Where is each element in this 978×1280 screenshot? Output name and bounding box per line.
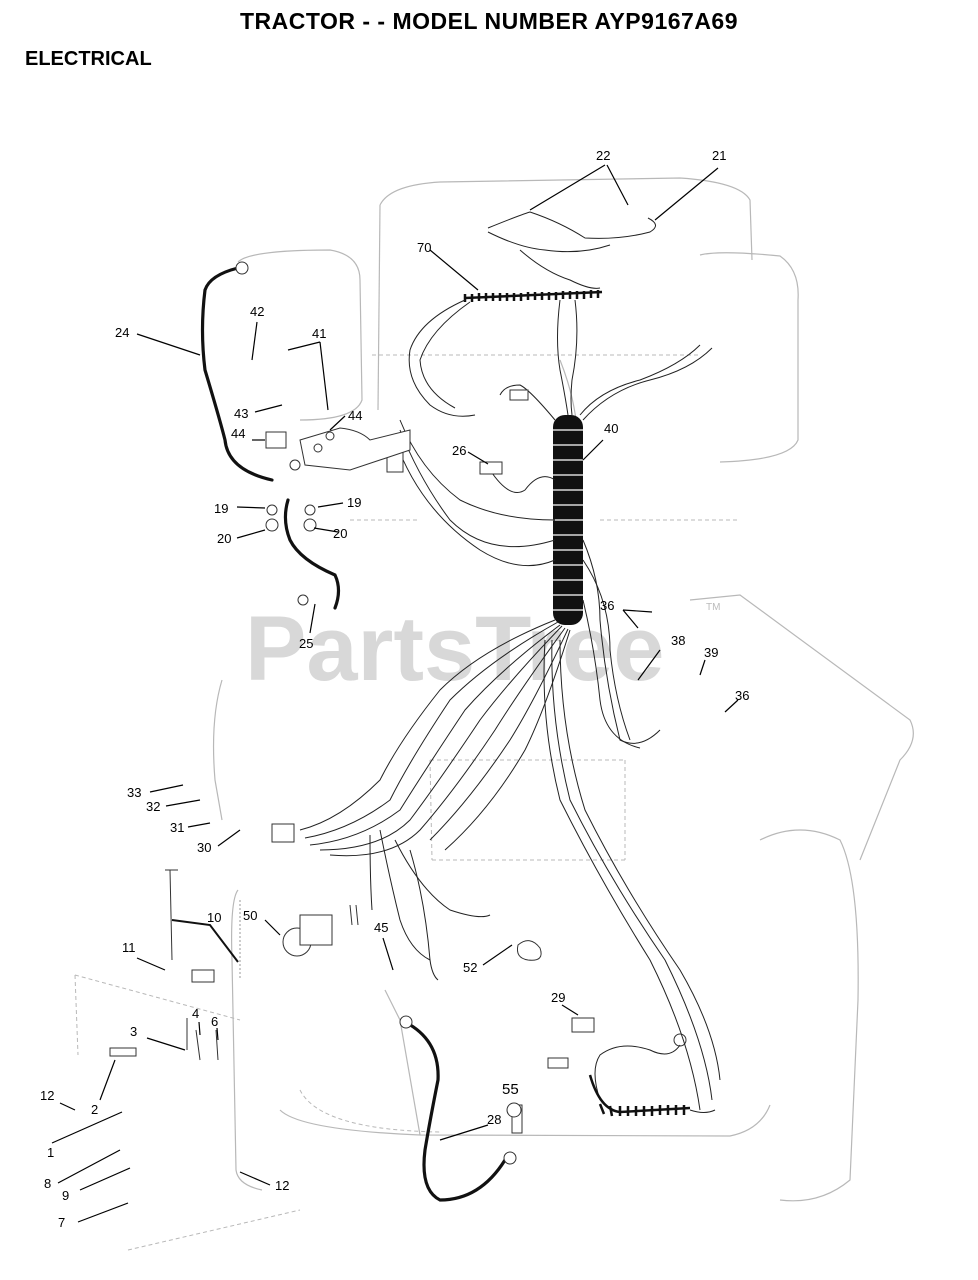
callout: 42 xyxy=(250,304,264,319)
callout: 28 xyxy=(487,1112,501,1127)
callout: 1 xyxy=(47,1145,54,1160)
callout: 21 xyxy=(712,148,726,163)
callout: 12 xyxy=(40,1088,54,1103)
watermark-tm: TM xyxy=(706,602,720,613)
callout: 39 xyxy=(704,645,718,660)
callout: 52 xyxy=(463,960,477,975)
callout-labels: 22 21 70 24 42 41 43 44 44 40 26 19 19 2… xyxy=(40,148,749,1230)
callout: 45 xyxy=(374,920,388,935)
callout: 22 xyxy=(596,148,610,163)
terminal-ring xyxy=(235,261,249,275)
terminal-ring xyxy=(673,1033,687,1047)
callout: 26 xyxy=(452,443,466,458)
leader-lines xyxy=(51,164,739,1223)
cable-28 xyxy=(403,1020,507,1202)
callout: 31 xyxy=(170,820,184,835)
cable-24 xyxy=(200,266,274,482)
terminal-ring xyxy=(399,1015,413,1029)
callout: 40 xyxy=(604,421,618,436)
callout: 55 xyxy=(502,1081,519,1098)
callout: 43 xyxy=(234,406,248,421)
callout: 33 xyxy=(127,785,141,800)
callout: 6 xyxy=(211,1014,218,1029)
callout: 11 xyxy=(122,940,136,955)
harness-40 xyxy=(553,415,583,625)
callout: 12 xyxy=(275,1178,289,1193)
callout: 10 xyxy=(207,910,221,925)
callout: 19 xyxy=(214,501,228,516)
callout: 19 xyxy=(347,495,361,510)
callout: 7 xyxy=(58,1215,65,1230)
callout: 8 xyxy=(44,1176,51,1191)
page-title: TRACTOR - - MODEL NUMBER AYP9167A69 xyxy=(239,8,739,34)
callout: 24 xyxy=(115,325,129,340)
callout: 4 xyxy=(192,1006,199,1021)
callout: 38 xyxy=(671,633,685,648)
callout: 36 xyxy=(735,688,749,703)
coil-29 xyxy=(588,1074,691,1117)
cable-25 xyxy=(283,498,341,610)
callout: 44 xyxy=(231,426,245,441)
terminal-ring xyxy=(503,1151,517,1165)
callout: 36 xyxy=(600,598,614,613)
watermark: PartsTree xyxy=(245,598,664,700)
tractor-outline xyxy=(74,177,914,1251)
callout: 20 xyxy=(333,526,347,541)
callout: 25 xyxy=(299,636,313,651)
callout: 29 xyxy=(551,990,565,1005)
callout: 2 xyxy=(91,1102,98,1117)
callout: 20 xyxy=(217,531,231,546)
callout: 41 xyxy=(312,326,326,341)
callout: 32 xyxy=(146,799,160,814)
callout: 30 xyxy=(197,840,211,855)
coil-70 xyxy=(463,290,603,302)
callout: 3 xyxy=(130,1024,137,1039)
harness-21-22 xyxy=(487,211,656,239)
callout: 50 xyxy=(243,908,257,923)
parts xyxy=(109,389,595,1134)
harness-wires-lower xyxy=(299,539,721,1113)
section-heading: ELECTRICAL xyxy=(25,48,152,70)
callout: 9 xyxy=(62,1188,69,1203)
callout: 44 xyxy=(348,408,362,423)
callout: 70 xyxy=(417,240,431,255)
harness-wires xyxy=(394,299,713,567)
